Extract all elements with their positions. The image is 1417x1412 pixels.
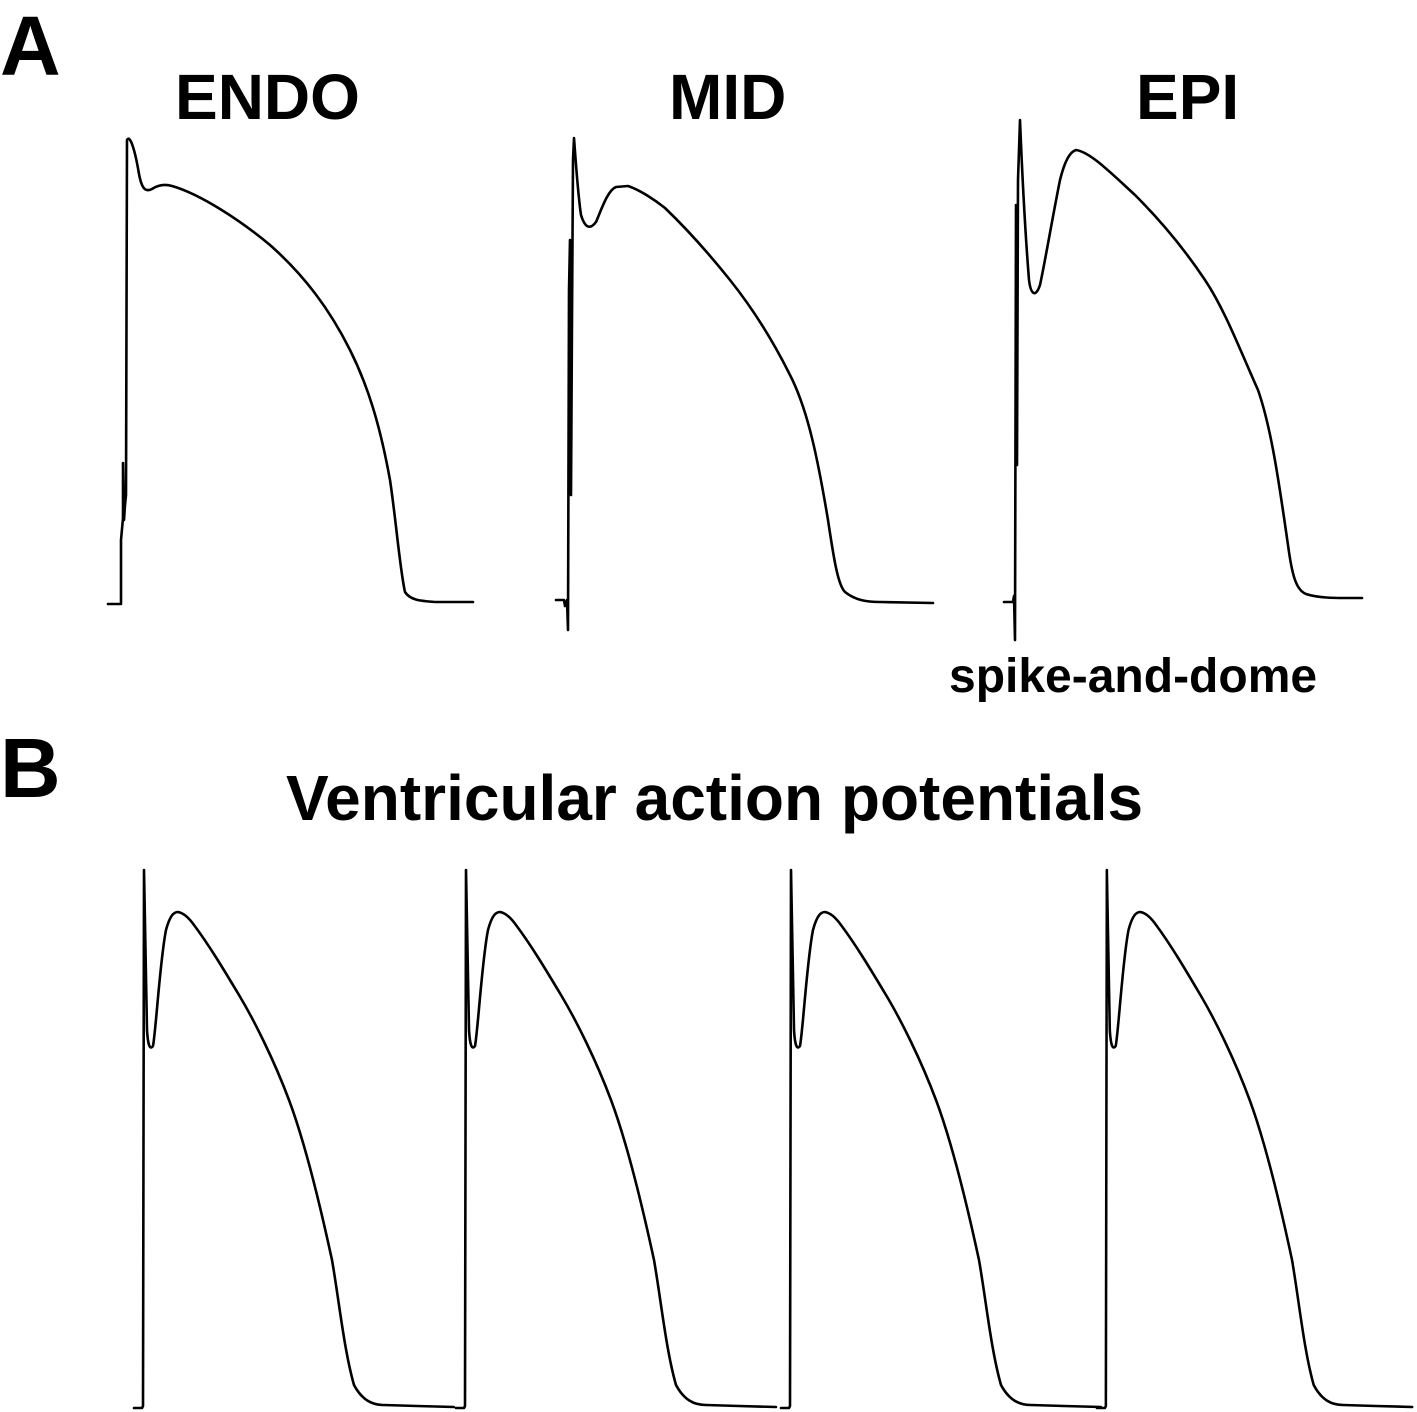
ap-trace-1: [132, 868, 456, 1410]
mid-title: MID: [669, 61, 787, 133]
epi-title: EPI: [1136, 61, 1240, 133]
spike-and-dome-label: spike-and-dome: [949, 650, 1318, 703]
epi-trace: [1002, 118, 1364, 642]
ap-trace-3: [779, 868, 1103, 1410]
mid-trace: [554, 136, 935, 632]
panel-b-title: Ventricular action potentials: [286, 762, 1144, 834]
ap-trace-2: [454, 868, 778, 1410]
ap-trace-4: [1095, 868, 1414, 1410]
panel-b-letter: B: [0, 721, 61, 815]
panel-a-letter: A: [0, 0, 61, 93]
endo-trace: [106, 137, 475, 606]
endo-title: ENDO: [175, 61, 360, 133]
